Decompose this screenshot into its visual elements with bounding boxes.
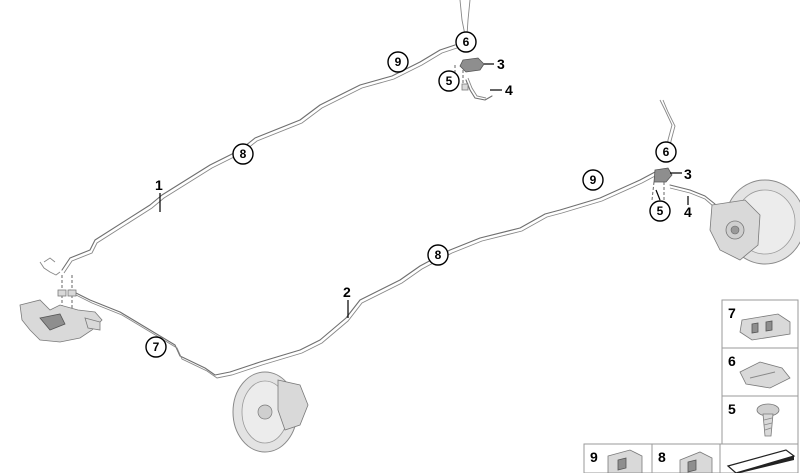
strip-icon [726, 449, 796, 473]
legend-item-strip [719, 443, 799, 473]
label-4-right: 4 [684, 204, 692, 220]
callout-7-left: 7 [145, 336, 167, 358]
callout-9-top-text: 9 [395, 55, 402, 69]
callout-7-left-text: 7 [153, 340, 160, 354]
callout-8-left-text: 8 [240, 147, 247, 161]
callout-9-right: 9 [582, 169, 604, 191]
brake-line-2 [69, 171, 656, 376]
callout-8-right: 8 [427, 244, 449, 266]
legend-item-6: 6 [721, 347, 799, 397]
label-1: 1 [155, 177, 163, 193]
clip-9-icon [607, 449, 643, 473]
callout-5-top-text: 5 [446, 74, 453, 88]
label-4-top: 4 [505, 82, 513, 98]
legend-item-7: 7 [721, 299, 799, 349]
right-caliper-assembly [651, 167, 716, 207]
label-2: 2 [343, 284, 351, 300]
callout-6-right: 6 [655, 141, 677, 163]
legend-item-7-number: 7 [728, 305, 736, 321]
callout-9-right-text: 9 [590, 173, 597, 187]
callout-5-right: 5 [649, 200, 671, 222]
label-3-right: 3 [684, 166, 692, 182]
legend-item-9: 9 [583, 443, 653, 473]
leader-5-right [655, 189, 661, 201]
bracket-6-icon [739, 361, 791, 389]
legend-item-5-number: 5 [728, 401, 736, 417]
legend-item-8: 8 [651, 443, 721, 473]
legend-item-6-number: 6 [728, 353, 736, 369]
brake-line-2-parallel [71, 174, 658, 379]
callout-9-top: 9 [387, 51, 409, 73]
abs-unit [19, 257, 103, 343]
label-3-top: 3 [497, 56, 505, 72]
clip-7-icon [739, 313, 791, 341]
right-brake-disc [709, 179, 800, 265]
legend-item-5: 5 [721, 395, 799, 445]
top-hose-b [466, 0, 471, 36]
callout-8-right-text: 8 [435, 248, 442, 262]
screw-5-icon [756, 403, 780, 437]
legend-item-8-number: 8 [658, 449, 666, 465]
callout-5-right-text: 5 [657, 204, 664, 218]
top-hose [459, 0, 466, 36]
brake-line-1-parallel [63, 47, 458, 274]
clip-8-icon [679, 451, 713, 473]
callout-6-top-text: 6 [463, 35, 470, 49]
callout-8-left: 8 [232, 143, 254, 165]
legend-item-9-number: 9 [590, 449, 598, 465]
callout-6-top: 6 [455, 31, 477, 53]
brake-line-1 [61, 44, 456, 271]
left-brake-disc [232, 371, 309, 453]
callout-6-right-text: 6 [663, 145, 670, 159]
callout-5-top: 5 [438, 70, 460, 92]
